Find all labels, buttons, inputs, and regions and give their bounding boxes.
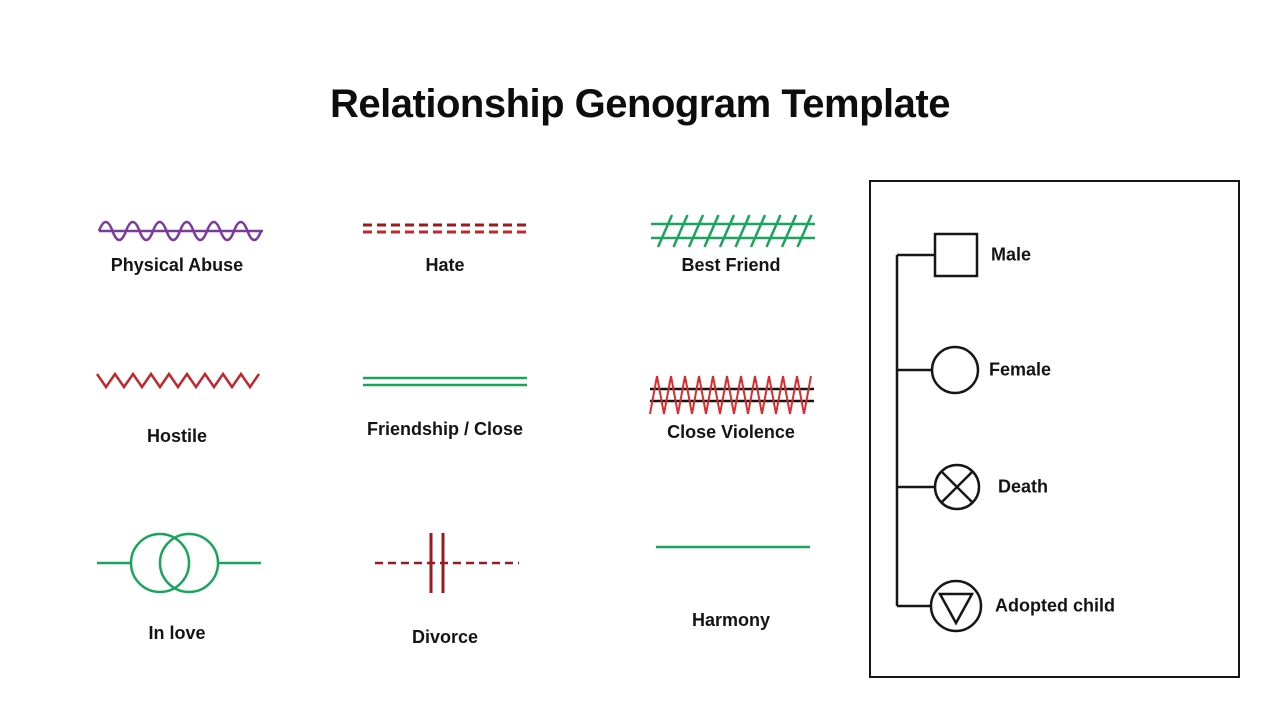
friendship-label: Friendship / Close [366,419,524,439]
physical-abuse-label: Physical Abuse [110,255,244,275]
zigzag-line-icon [95,371,261,390]
circle-triangle-icon [929,579,983,633]
harmony-label: Harmony [691,610,771,630]
circle-x-icon [933,463,981,511]
best-friend-label: Best Friend [681,255,781,275]
physical-abuse-symbol [96,217,266,245]
circle-icon [930,345,980,395]
zigzag-over-double-line-icon [649,375,814,415]
double-line-icon [363,376,527,387]
legend-box: Male Female Death Adopted child [869,180,1240,678]
hostile-symbol [94,370,264,391]
wavy-line-icon [97,220,263,242]
close-violence-label: Close Violence [667,422,795,442]
legend-female-label: Female [989,359,1052,380]
legend-death-label: Death [998,476,1049,497]
in-love-symbol [94,530,264,596]
interlocking-circles-line-icon [97,532,261,594]
close-violence-symbol [647,372,817,418]
harmony-symbol [653,543,813,552]
hate-symbol [360,220,532,238]
divorce-symbol [372,530,522,596]
legend-male-label: Male [991,244,1032,265]
page-title: Relationship Genogram Template [330,82,950,126]
in-love-label: In love [148,623,206,643]
hatched-double-line-icon [651,214,815,248]
hostile-label: Hostile [146,426,207,446]
divorce-label: Divorce [411,627,479,647]
single-line-icon [656,545,810,549]
hate-label: Hate [425,255,465,275]
friendship-symbol [360,374,530,389]
double-dashed-line-icon [363,223,529,234]
dashed-line-double-bar-icon [375,533,519,593]
best-friend-symbol [648,211,818,251]
legend-adopted-label: Adopted child [995,595,1115,616]
legend-tree-icon [895,232,983,633]
square-icon [933,232,979,278]
